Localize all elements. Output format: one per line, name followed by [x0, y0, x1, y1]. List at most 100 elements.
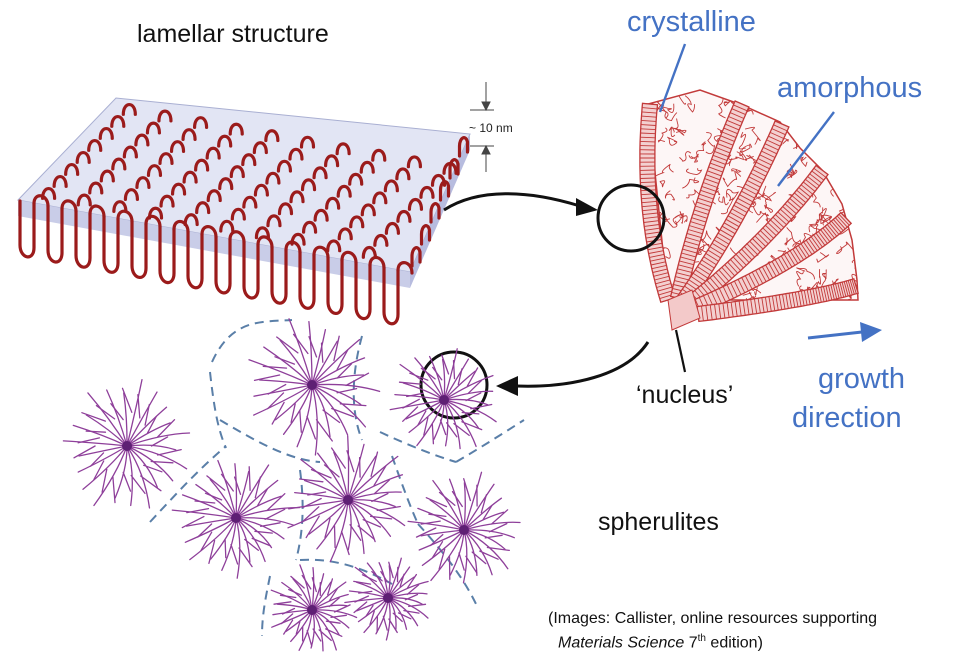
chain-fold — [277, 202, 294, 216]
amorphous-chain — [657, 127, 668, 143]
chain-fold — [98, 127, 114, 140]
chain-fold — [312, 166, 328, 180]
spherulite — [407, 471, 521, 584]
chain-fold — [218, 177, 234, 191]
amorphous-chain — [796, 270, 804, 287]
spherulite-fibril — [248, 359, 313, 386]
chain-fold — [396, 209, 412, 223]
spherulite-fibril — [235, 464, 270, 519]
spherulite — [171, 459, 301, 579]
nucleus-pointer — [674, 329, 687, 373]
chain-arc — [32, 194, 50, 208]
amorphous-chain — [677, 90, 686, 105]
spherulite — [248, 318, 381, 456]
chain-fold-side — [438, 180, 451, 202]
amorphous-chain — [679, 151, 692, 162]
chain-fold — [289, 190, 305, 204]
chain-fold-side — [419, 224, 432, 246]
chain-fold — [395, 167, 411, 181]
spherulite — [389, 348, 497, 450]
chain-loop — [382, 266, 400, 326]
nucleus-region — [667, 289, 701, 331]
spherulite-fibril — [311, 384, 333, 456]
spherulite — [270, 564, 358, 652]
chain-fold — [230, 207, 246, 221]
spherulite-fibril — [311, 384, 355, 436]
spherulite-fibril — [311, 349, 366, 386]
chain-loop — [130, 219, 148, 279]
chain-fold — [373, 233, 389, 247]
chain-fold — [135, 176, 151, 190]
spherulite-fibril — [126, 391, 158, 447]
chain-loop — [46, 204, 64, 264]
chain-fold — [181, 128, 197, 142]
spherulite-fibril — [126, 445, 174, 482]
spherulite-fibril — [276, 318, 313, 386]
chain-loop — [102, 214, 120, 274]
spherulite-fibril — [292, 320, 313, 386]
amorphous-chain — [784, 237, 792, 246]
chain-fold — [383, 179, 399, 193]
chain-fold — [205, 146, 221, 160]
chain-fold — [121, 103, 137, 116]
spherulite-nucleus — [343, 495, 353, 505]
spherulite-fibril — [126, 445, 188, 470]
spherulite-fibril — [347, 465, 404, 501]
amorphous-chain — [726, 188, 740, 201]
chain-fold — [301, 220, 318, 234]
spherulite-fibril — [298, 458, 349, 501]
chain-fold — [146, 164, 163, 178]
spherulite-fibril — [235, 508, 295, 526]
spherulite-nucleus — [439, 395, 449, 405]
amorphous-chain — [728, 151, 745, 161]
amorphous-chain — [668, 126, 676, 137]
chain-fold — [325, 196, 341, 210]
chain-fold — [419, 185, 435, 199]
chain-arc — [256, 235, 274, 249]
chain-loop — [326, 255, 344, 315]
chain-arc — [228, 230, 246, 244]
spherulite-fibril — [443, 367, 494, 401]
chain-fold — [407, 197, 424, 211]
spherulite — [287, 435, 406, 563]
chain-fold — [313, 208, 329, 222]
chain-fold — [288, 147, 304, 161]
spherulite-nucleus — [383, 593, 393, 603]
chain-arc — [312, 245, 330, 260]
spherulite-nucleus — [307, 605, 317, 615]
spherulite-nucleus — [307, 380, 317, 390]
amorphous-chain — [731, 168, 742, 177]
spherulite-fibril — [296, 384, 317, 448]
chain-fold — [112, 200, 128, 214]
spherulite-fibril — [347, 499, 406, 527]
amorphous-chain — [653, 163, 674, 179]
amorphous-chain — [672, 118, 682, 132]
amorphous-chain — [686, 168, 703, 176]
spherulite — [344, 557, 429, 641]
amorphous-chain — [672, 213, 684, 226]
spherulite-fibril — [347, 451, 399, 501]
chain-loop — [214, 235, 232, 295]
amorphous-chain — [764, 203, 774, 214]
chain-loop — [270, 245, 288, 305]
chain-fold — [76, 193, 92, 207]
chain-loop — [74, 209, 92, 269]
credit-line-1: (Images: Callister, online resources sup… — [548, 610, 878, 627]
chain-fold — [228, 122, 244, 136]
chain-fold — [182, 170, 198, 184]
chain-arc — [60, 199, 78, 213]
chain-loop — [298, 250, 316, 310]
amorphous-chain — [688, 153, 699, 163]
chain-fold-side — [448, 158, 460, 180]
chain-fold — [123, 188, 140, 202]
chain-fold — [110, 115, 126, 128]
spherulite-fibril — [463, 529, 510, 570]
chain-arc — [368, 255, 386, 270]
chain-arc — [340, 250, 358, 265]
spherulite-fibril — [121, 378, 143, 447]
amorphous-chain — [851, 257, 858, 267]
amorphous-chain — [742, 291, 757, 299]
amorphous-chain — [705, 132, 716, 155]
chain-fold — [242, 195, 258, 209]
chain-fold — [195, 201, 211, 215]
